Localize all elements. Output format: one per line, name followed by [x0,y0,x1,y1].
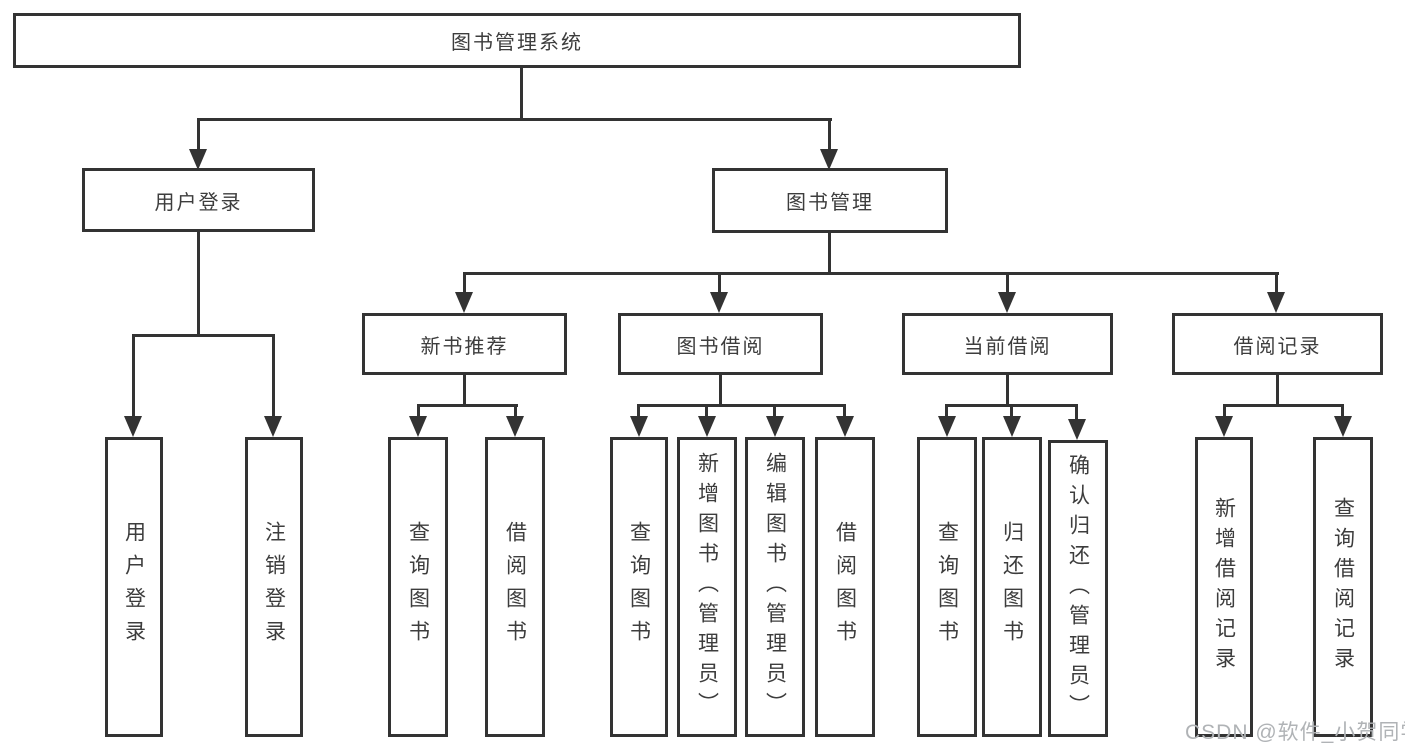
connector-drop [1341,404,1344,417]
connector-drop-book-management [828,118,831,152]
connector-drop [843,404,846,417]
node-current-borrowing: 当前借阅 [902,313,1113,375]
leaf-label: 借阅图书 [833,521,857,653]
connector-root-rail [197,118,832,121]
connector-user-login-stem [197,232,200,336]
connector-drop [945,404,948,417]
node-label: 借阅记录 [1233,335,1322,358]
connector-root-stem [520,68,523,121]
arrowhead-icon [409,416,427,437]
node-user-login: 用户登录 [82,168,315,232]
leaf-current-query-books: 查询图书 [917,437,977,737]
arrowhead-icon [710,292,728,313]
arrowhead-icon [1215,416,1233,437]
node-book-borrowing: 图书借阅 [618,313,823,375]
leaf-confirm-return-admin: 确认归还（管理员） [1048,440,1108,737]
connector-drop [1010,404,1013,417]
connector-drop [417,404,420,417]
connector-recommend-rail [417,404,518,407]
arrowhead-icon [1267,292,1285,313]
leaf-label: 查询图书 [406,521,430,653]
connector-drop-login [132,334,135,419]
node-label: 图书借阅 [676,335,765,358]
connector-records-stem [1276,375,1279,406]
leaf-recommend-borrow-books: 借阅图书 [485,437,545,737]
node-label: 图书管理系统 [451,32,583,54]
connector-user-login-rail [132,334,275,337]
leaf-label: 用户登录 [122,521,146,653]
csdn-watermark: CSDN @软件_小贺同学 [1185,721,1405,744]
node-label: 当前借阅 [963,335,1052,358]
connector-book-mgmt-stem [828,233,831,274]
arrowhead-icon [1003,416,1021,437]
connector-drop-user-login [197,118,200,152]
arrowhead-icon [698,416,716,437]
leaf-add-books-admin: 新增图书（管理员） [677,437,737,737]
arrowhead-icon [998,292,1016,313]
arrowhead-icon [766,416,784,437]
node-label: 用户登录 [154,191,243,214]
connector-drop-logout [272,334,275,419]
arrowhead-icon [189,149,207,170]
arrowhead-icon [264,416,282,437]
arrowhead-icon [455,292,473,313]
arrowhead-icon [820,149,838,170]
node-borrow-records: 借阅记录 [1172,313,1383,375]
connector-drop [637,404,640,417]
leaf-borrowing-query-books: 查询图书 [610,437,668,737]
leaf-logout: 注销登录 [245,437,303,737]
leaf-query-borrow-record: 查询借阅记录 [1313,437,1373,737]
leaf-add-borrow-record: 新增借阅记录 [1195,437,1253,737]
arrowhead-icon [506,416,524,437]
connector-drop-current [1006,272,1009,294]
leaf-recommend-query-books: 查询图书 [388,437,448,737]
arrowhead-icon [124,416,142,437]
leaf-label: 确认归还（管理员） [1066,453,1090,724]
leaf-label: 新增图书（管理员） [695,452,719,722]
arrowhead-icon [630,416,648,437]
leaf-label: 借阅图书 [503,521,527,653]
leaf-label: 归还图书 [1000,521,1024,653]
leaf-label: 注销登录 [262,521,286,653]
node-library-management-system: 图书管理系统 [13,13,1021,68]
arrowhead-icon [836,416,854,437]
leaf-label: 编辑图书（管理员） [763,452,787,722]
connector-drop [1223,404,1226,417]
connector-drop-new-book [463,272,466,294]
connector-drop-records [1275,272,1278,294]
connector-drop [1075,404,1078,420]
leaf-borrowing-borrow-books: 借阅图书 [815,437,875,737]
leaf-user-login: 用户登录 [105,437,163,737]
node-label: 新书推荐 [420,335,509,358]
leaf-return-books: 归还图书 [982,437,1042,737]
connector-borrowing-stem [719,375,722,406]
connector-current-stem [1006,375,1009,406]
leaf-label: 查询图书 [935,521,959,653]
connector-recommend-stem [463,375,466,406]
leaf-label: 查询图书 [627,521,651,653]
connector-drop [773,404,776,417]
arrowhead-icon [938,416,956,437]
connector-borrowing-rail [637,404,846,407]
connector-drop-borrowing [718,272,721,294]
leaf-label: 查询借阅记录 [1331,497,1355,677]
arrowhead-icon [1334,416,1352,437]
node-label: 图书管理 [786,192,874,214]
leaf-edit-books-admin: 编辑图书（管理员） [745,437,805,737]
node-book-management: 图书管理 [712,168,948,233]
arrowhead-icon [1068,419,1086,440]
node-new-book-recommend: 新书推荐 [362,313,567,375]
connector-records-rail [1223,404,1344,407]
leaf-label: 新增借阅记录 [1212,497,1236,677]
connector-drop [514,404,517,417]
connector-drop [705,404,708,417]
connector-book-mgmt-rail [463,272,1279,275]
